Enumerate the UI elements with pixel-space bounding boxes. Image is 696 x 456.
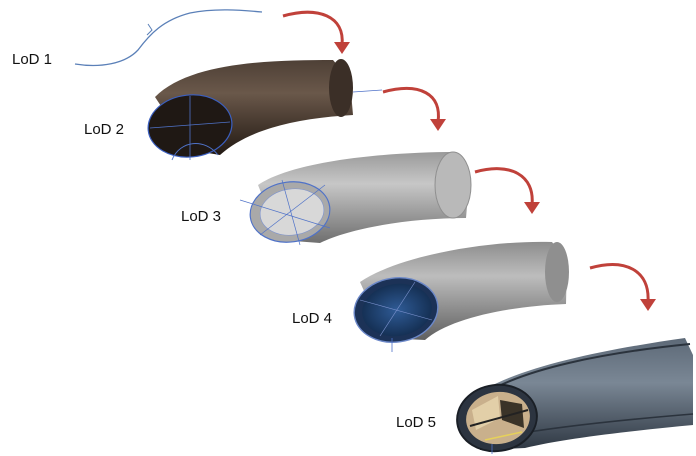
arrow-lod1-to-lod2	[282, 10, 350, 54]
arrow-lod3-to-lod4	[474, 167, 540, 214]
lod5-inner-frame-2	[484, 431, 523, 441]
lod3-hollow-pipe	[239, 151, 472, 246]
lod4-face-line-2	[379, 281, 416, 337]
lod1-curve	[74, 9, 263, 67]
lod2-solid-pipe	[147, 59, 383, 161]
lod4-pipe-end-cap	[545, 242, 569, 302]
lod4-face-line-1	[359, 299, 433, 321]
label-lod4: LoD 4	[292, 310, 332, 327]
arrow-lod4-to-lod5	[589, 263, 656, 311]
lod1-curve-tick	[146, 23, 153, 36]
lod5-inner-frame-1	[469, 409, 529, 427]
lod3-pipe-end-cap	[434, 151, 472, 219]
lod2-pipe-end-cap	[329, 59, 353, 117]
lod3-face-line-3	[281, 179, 301, 246]
label-lod2: LoD 2	[84, 121, 124, 138]
lod5-inner-panel-left	[472, 396, 500, 430]
lod5-full-detail-pipe	[456, 338, 694, 454]
lod3-pipe-face-inner	[259, 188, 325, 236]
lod2-axis-extension	[352, 89, 383, 93]
lod4-detailed-pipe	[353, 241, 569, 352]
label-lod5: LoD 5	[396, 414, 436, 431]
lod3-face-line-1	[239, 199, 331, 229]
transition-arrows	[282, 10, 656, 311]
lod2-face-arc	[171, 143, 219, 161]
label-lod3: LoD 3	[181, 208, 221, 225]
label-lod1: LoD 1	[12, 51, 52, 68]
arrow-lod2-to-lod3	[382, 87, 446, 131]
lod1-centerline	[74, 9, 263, 67]
lod3-face-line-2	[259, 184, 326, 236]
